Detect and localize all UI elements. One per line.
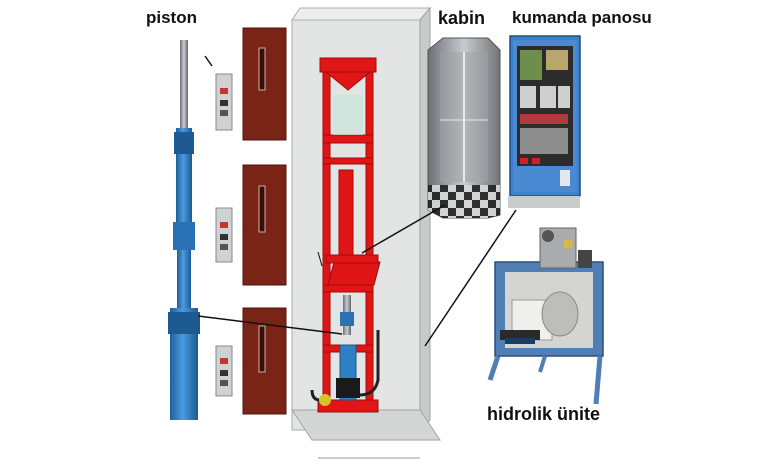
landing-floor-1 [215, 27, 287, 141]
car-frame [317, 57, 381, 413]
sling-upright [338, 169, 354, 256]
callout-piston [197, 315, 343, 335]
frame-crosshead [324, 71, 372, 91]
callout-kabin [361, 204, 446, 254]
hidrolik-unite-image [487, 227, 604, 405]
piston-cylinder-collar [168, 312, 200, 334]
shaft-pit [291, 409, 441, 441]
frame-beam-4 [322, 284, 374, 293]
landing-floor-2 [215, 164, 287, 286]
piston-coupling-1 [174, 132, 194, 154]
shaft-top [291, 7, 432, 21]
frame-beam-2 [322, 134, 374, 144]
kabin-image [427, 37, 501, 219]
piston-rod-top [180, 40, 188, 130]
label-piston: piston [146, 8, 197, 27]
label-hidrolik-unite: hidrolik ünite [487, 404, 601, 424]
frame-top-beam [319, 57, 377, 73]
callout-hidrolik [424, 209, 517, 347]
guide-rail-right [365, 59, 374, 406]
car-frame-glass [333, 95, 363, 135]
piston-assembly [168, 40, 200, 420]
callout-lines [197, 55, 517, 347]
piston-stage-2 [177, 250, 191, 308]
guide-rail-left [322, 59, 331, 406]
car-platform [327, 261, 381, 286]
kumanda-panosu-image [508, 35, 581, 208]
shaft-cylinder [310, 295, 380, 406]
frame-beam-3 [322, 157, 374, 165]
piston-coupling-2 [173, 222, 195, 250]
label-kabin: kabin [438, 8, 486, 28]
label-kumanda-panosu: kumanda panosu [512, 8, 652, 27]
landing-floor-3 [215, 307, 287, 415]
